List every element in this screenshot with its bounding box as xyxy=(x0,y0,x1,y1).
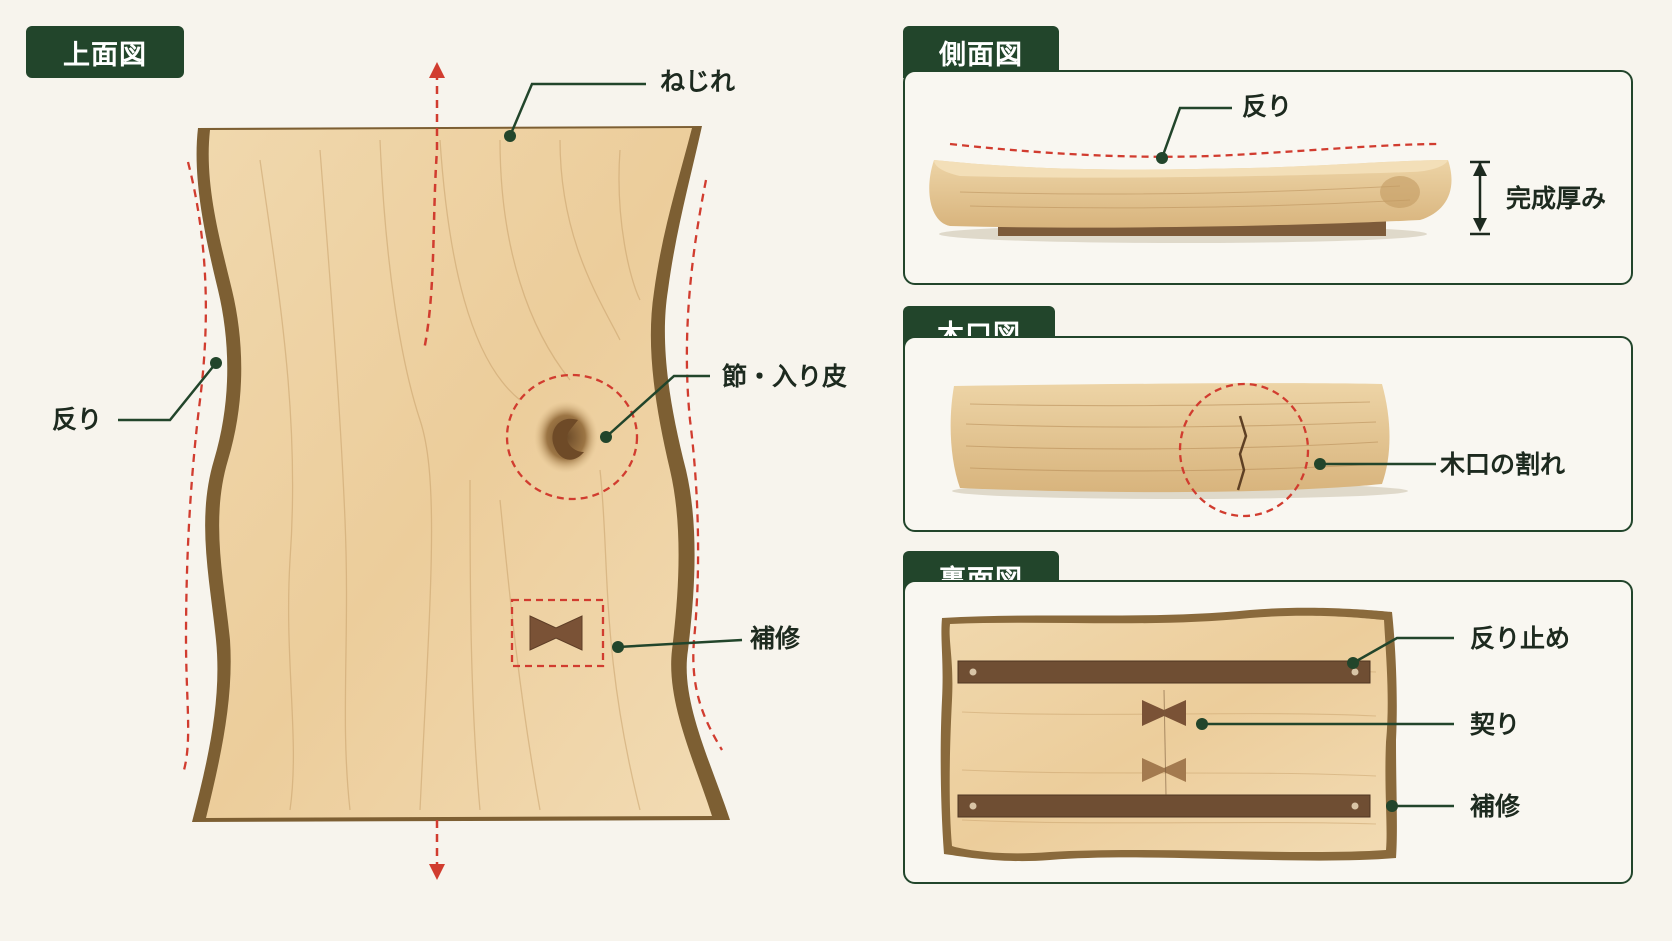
warp-dashes xyxy=(182,161,723,771)
end-view-slab xyxy=(950,383,1408,499)
top-view-leaders xyxy=(118,82,743,649)
thickness-arrowhead-up xyxy=(1473,162,1487,176)
label-bottom-repair: 補修 xyxy=(1470,792,1521,821)
label-twist: ねじれ xyxy=(660,67,736,96)
twist-arrowhead-down xyxy=(429,864,445,880)
top-view-leader-dots xyxy=(210,130,624,653)
crack-highlight xyxy=(1178,382,1310,518)
label-top-repair: 補修 xyxy=(750,624,801,653)
top-view-title: 上面図 xyxy=(26,26,184,78)
side-warp-dot xyxy=(1156,152,1168,164)
side-view-leaders xyxy=(1160,106,1232,159)
side-view-slab xyxy=(929,160,1452,243)
label-side-warp: 反り xyxy=(1242,92,1293,121)
label-knot: 節・入り皮 xyxy=(722,362,848,391)
bottom-view-leader-dots xyxy=(1196,657,1398,812)
label-top-warp: 反り xyxy=(52,405,103,434)
bottom-view-slab xyxy=(940,607,1397,862)
twist-arrow xyxy=(422,72,439,870)
side-warp-dash xyxy=(949,142,1441,158)
twist-arrowhead-up xyxy=(429,62,445,78)
label-brace: 反り止め xyxy=(1470,624,1571,653)
label-crack: 木口の割れ xyxy=(1440,450,1566,479)
repair-highlight xyxy=(510,598,605,668)
crack-dot xyxy=(1314,458,1326,470)
knot-highlight xyxy=(505,373,639,501)
bottom-view-leaders xyxy=(1202,636,1454,808)
side-view-title: 側面図 xyxy=(903,26,1059,78)
thickness-arrowhead-down xyxy=(1473,218,1487,232)
label-butterfly: 契り xyxy=(1470,710,1521,739)
label-thickness: 完成厚み xyxy=(1506,184,1607,213)
top-view-slab xyxy=(192,126,730,822)
